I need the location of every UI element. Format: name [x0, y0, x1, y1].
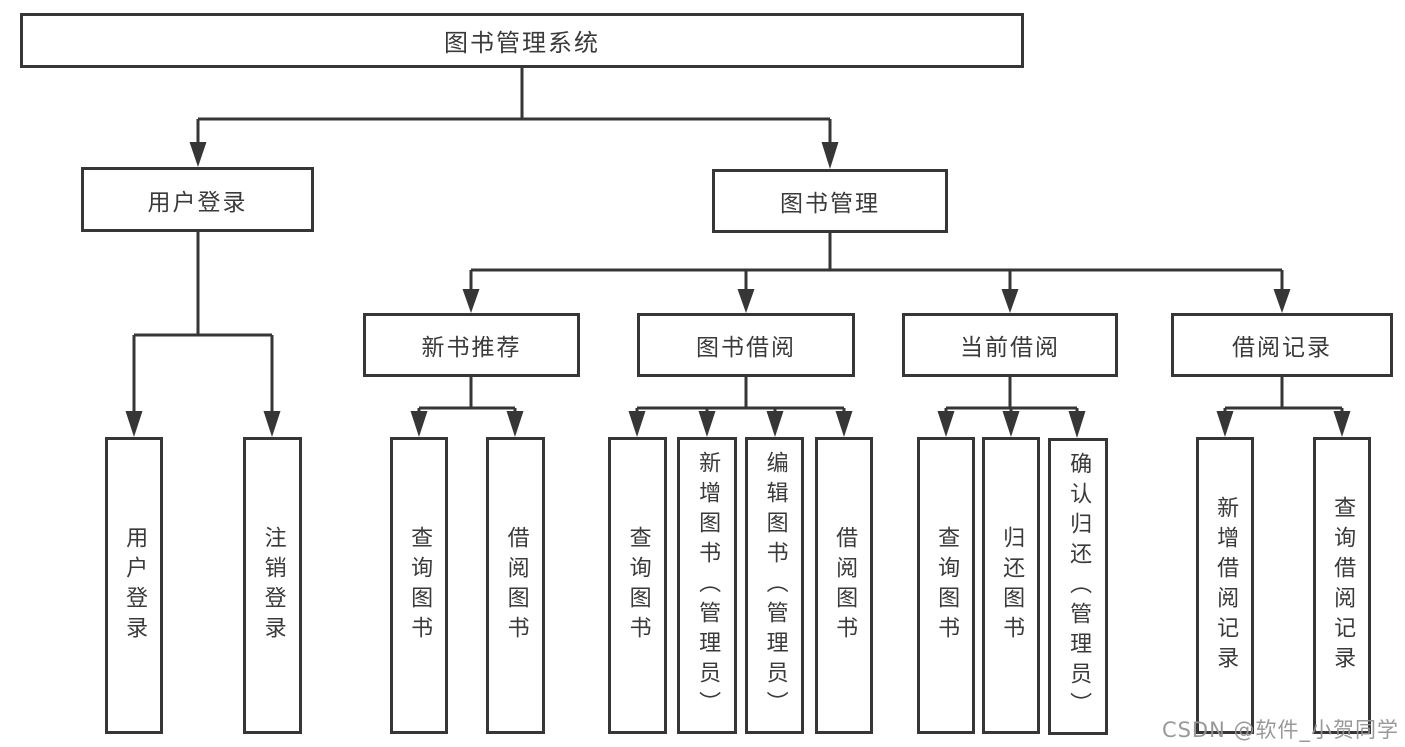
leaf-query-books-recommend-label: 查询图书 — [407, 525, 433, 646]
node-root: 图书管理系统 — [20, 13, 1024, 68]
connector-root-split — [189, 68, 839, 169]
leaf-borrow-books: 借阅图书 — [815, 437, 873, 734]
leaf-add-books-admin: 新增图书（管理员） — [677, 437, 737, 734]
connector-user-login-split — [125, 232, 281, 437]
node-book-management: 图书管理 — [712, 169, 948, 233]
leaf-confirm-return-admin-label: 确认归还（管理员） — [1066, 451, 1092, 722]
leaf-query-books-borrow-label: 查询图书 — [625, 525, 651, 646]
node-new-book-recommend-label: 新书推荐 — [421, 335, 522, 361]
connector-borrow-records-split — [1216, 377, 1351, 437]
leaf-return-books: 归还图书 — [982, 437, 1040, 734]
leaf-query-books-borrow: 查询图书 — [608, 437, 667, 734]
leaf-edit-books-admin: 编辑图书（管理员） — [745, 437, 804, 734]
leaf-return-books-label: 归还图书 — [999, 525, 1025, 646]
node-user-login-label: 用户登录 — [147, 189, 248, 216]
node-book-borrow: 图书借阅 — [637, 313, 855, 377]
connector-new-book-split — [410, 377, 524, 437]
leaf-borrow-books-label: 借阅图书 — [832, 525, 858, 646]
leaf-borrow-books-recommend-label: 借阅图书 — [503, 525, 529, 646]
leaf-add-borrow-record: 新增借阅记录 — [1196, 437, 1254, 734]
leaf-confirm-return-admin: 确认归还（管理员） — [1048, 438, 1108, 735]
node-book-management-label: 图书管理 — [780, 191, 880, 217]
leaf-user-login-label: 用户登录 — [122, 525, 148, 646]
node-borrow-records-label: 借阅记录 — [1232, 335, 1332, 361]
connector-book-borrow-split — [628, 377, 853, 437]
leaf-query-borrow-record: 查询借阅记录 — [1313, 437, 1371, 734]
leaf-user-login: 用户登录 — [105, 437, 163, 734]
node-book-borrow-label: 图书借阅 — [696, 335, 796, 361]
node-borrow-records: 借阅记录 — [1171, 313, 1393, 377]
leaf-borrow-books-recommend: 借阅图书 — [486, 437, 545, 734]
leaf-query-borrow-record-label: 查询借阅记录 — [1330, 495, 1356, 676]
leaf-query-books-current-label: 查询图书 — [934, 525, 960, 646]
connector-book-management-split — [462, 233, 1291, 313]
node-current-borrow-label: 当前借阅 — [960, 335, 1060, 361]
leaf-query-books-current: 查询图书 — [917, 437, 975, 734]
leaf-logout-label: 注销登录 — [260, 525, 286, 646]
leaf-add-borrow-record-label: 新增借阅记录 — [1213, 495, 1239, 676]
connector-current-borrow-split — [937, 377, 1086, 438]
node-user-login: 用户登录 — [81, 167, 314, 232]
node-current-borrow: 当前借阅 — [902, 313, 1118, 377]
watermark: CSDN @软件_小贺同学 — [1161, 718, 1399, 742]
leaf-add-books-admin-label: 新增图书（管理员） — [695, 450, 721, 721]
leaf-logout: 注销登录 — [243, 437, 302, 734]
leaf-query-books-recommend: 查询图书 — [390, 437, 448, 734]
node-root-label: 图书管理系统 — [444, 29, 600, 57]
node-new-book-recommend: 新书推荐 — [363, 313, 580, 377]
leaf-edit-books-admin-label: 编辑图书（管理员） — [762, 450, 788, 721]
